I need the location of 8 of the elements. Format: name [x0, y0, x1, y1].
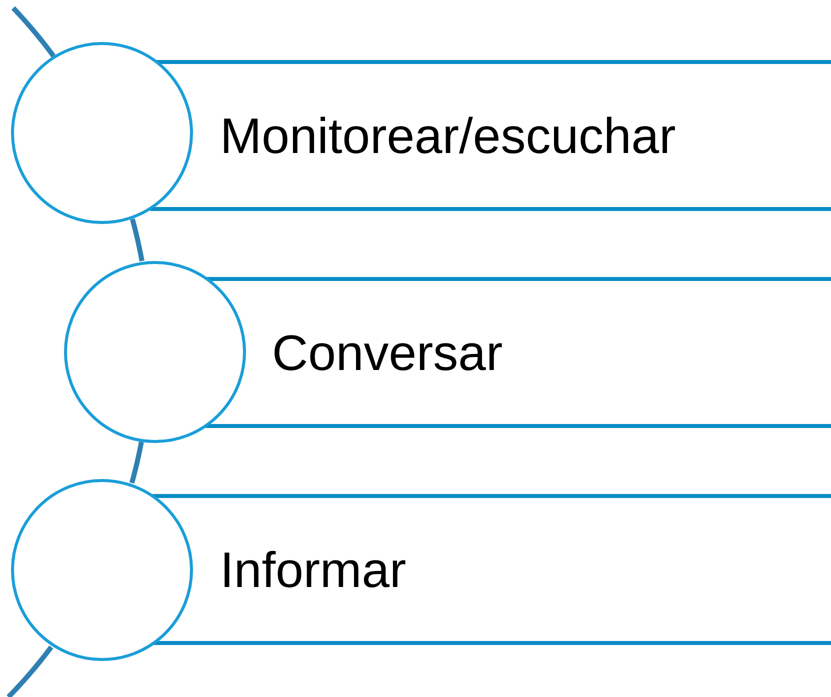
list-band	[247, 277, 831, 428]
item-label: Conversar	[272, 324, 503, 382]
list-band	[194, 494, 831, 645]
list-band	[194, 60, 831, 211]
item-label: Monitorear/escuchar	[220, 106, 676, 164]
curved-connector	[129, 440, 144, 486]
item-label: Informar	[220, 540, 406, 598]
curved-connector	[130, 216, 144, 264]
